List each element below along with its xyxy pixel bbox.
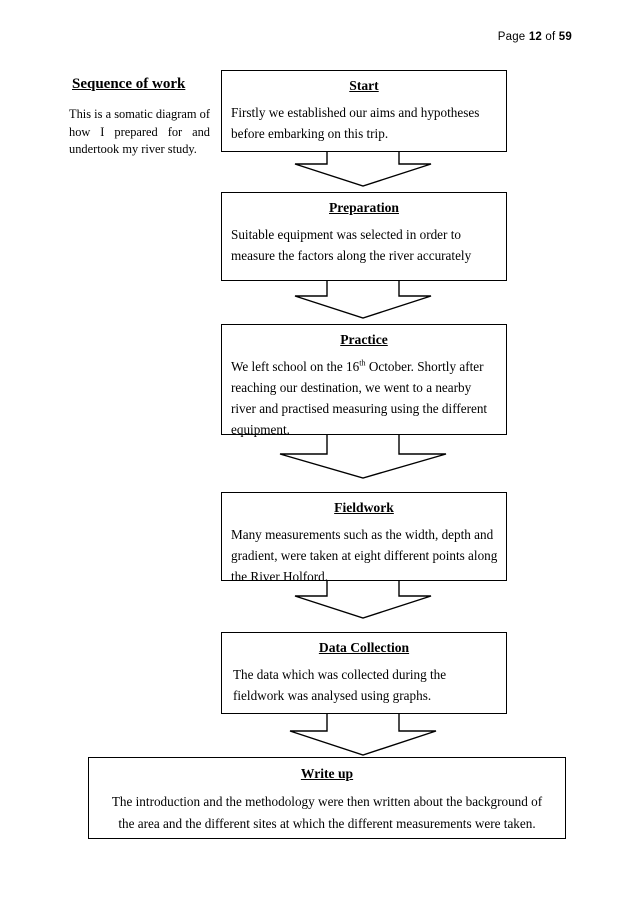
down-arrow-icon [289, 703, 437, 756]
header-total-pages: 59 [558, 31, 572, 43]
flow-box-title: Data Collection [318, 640, 410, 655]
flow-box-body: Firstly we established our aims and hypo… [231, 105, 480, 141]
flow-box-start: Start Firstly we established our aims an… [221, 70, 507, 152]
flow-box-title: Write up [300, 766, 354, 781]
body-text-lead: We left school on the 16 [231, 359, 360, 374]
arrow-data-collection-to-write-up [284, 703, 442, 759]
flow-box-body: The introduction and the methodology wer… [111, 794, 543, 831]
flow-box-body: We left school on the 16th October. Shor… [222, 356, 506, 440]
flow-box-body: The data which was collected during the … [233, 667, 447, 703]
flow-box-title: Fieldwork [334, 500, 394, 515]
down-arrow-icon [279, 424, 447, 479]
flow-box-preparation: Preparation Suitable equipment was selec… [221, 192, 507, 281]
flow-box-body: Many measurements such as the width, dep… [231, 527, 498, 584]
arrow-fieldwork-to-data-collection [289, 570, 437, 622]
section-description: This is a somatic diagram of how I prepa… [69, 107, 210, 156]
down-arrow-icon [294, 570, 432, 619]
section-heading: Sequence of work [72, 76, 186, 92]
page-number-header: Page 12 of 59 [498, 31, 572, 43]
flow-box-data-collection: Data Collection The data which was colle… [221, 632, 507, 714]
body-text-rest: October. Shortly after reaching our dest… [231, 359, 488, 437]
header-prefix: Page [497, 31, 529, 43]
flow-box-fieldwork: Fieldwork Many measurements such as the … [221, 492, 507, 584]
flow-box-practice: Practice We left school on the 16th Octo… [221, 324, 507, 437]
ordinal-suffix: th [359, 358, 366, 368]
header-current-page: 12 [528, 31, 543, 43]
flow-box-title: Preparation [329, 200, 399, 215]
arrow-preparation-to-practice [289, 270, 437, 322]
header-middle: of [542, 31, 559, 43]
flow-box-title: Start [349, 78, 379, 93]
arrow-practice-to-fieldwork [274, 424, 452, 482]
flow-box-write-up: Write up The introduction and the method… [88, 757, 566, 839]
down-arrow-icon [294, 270, 432, 319]
flow-box-body: Suitable equipment was selected in order… [231, 227, 472, 263]
flow-box-title: Practice [340, 332, 388, 347]
